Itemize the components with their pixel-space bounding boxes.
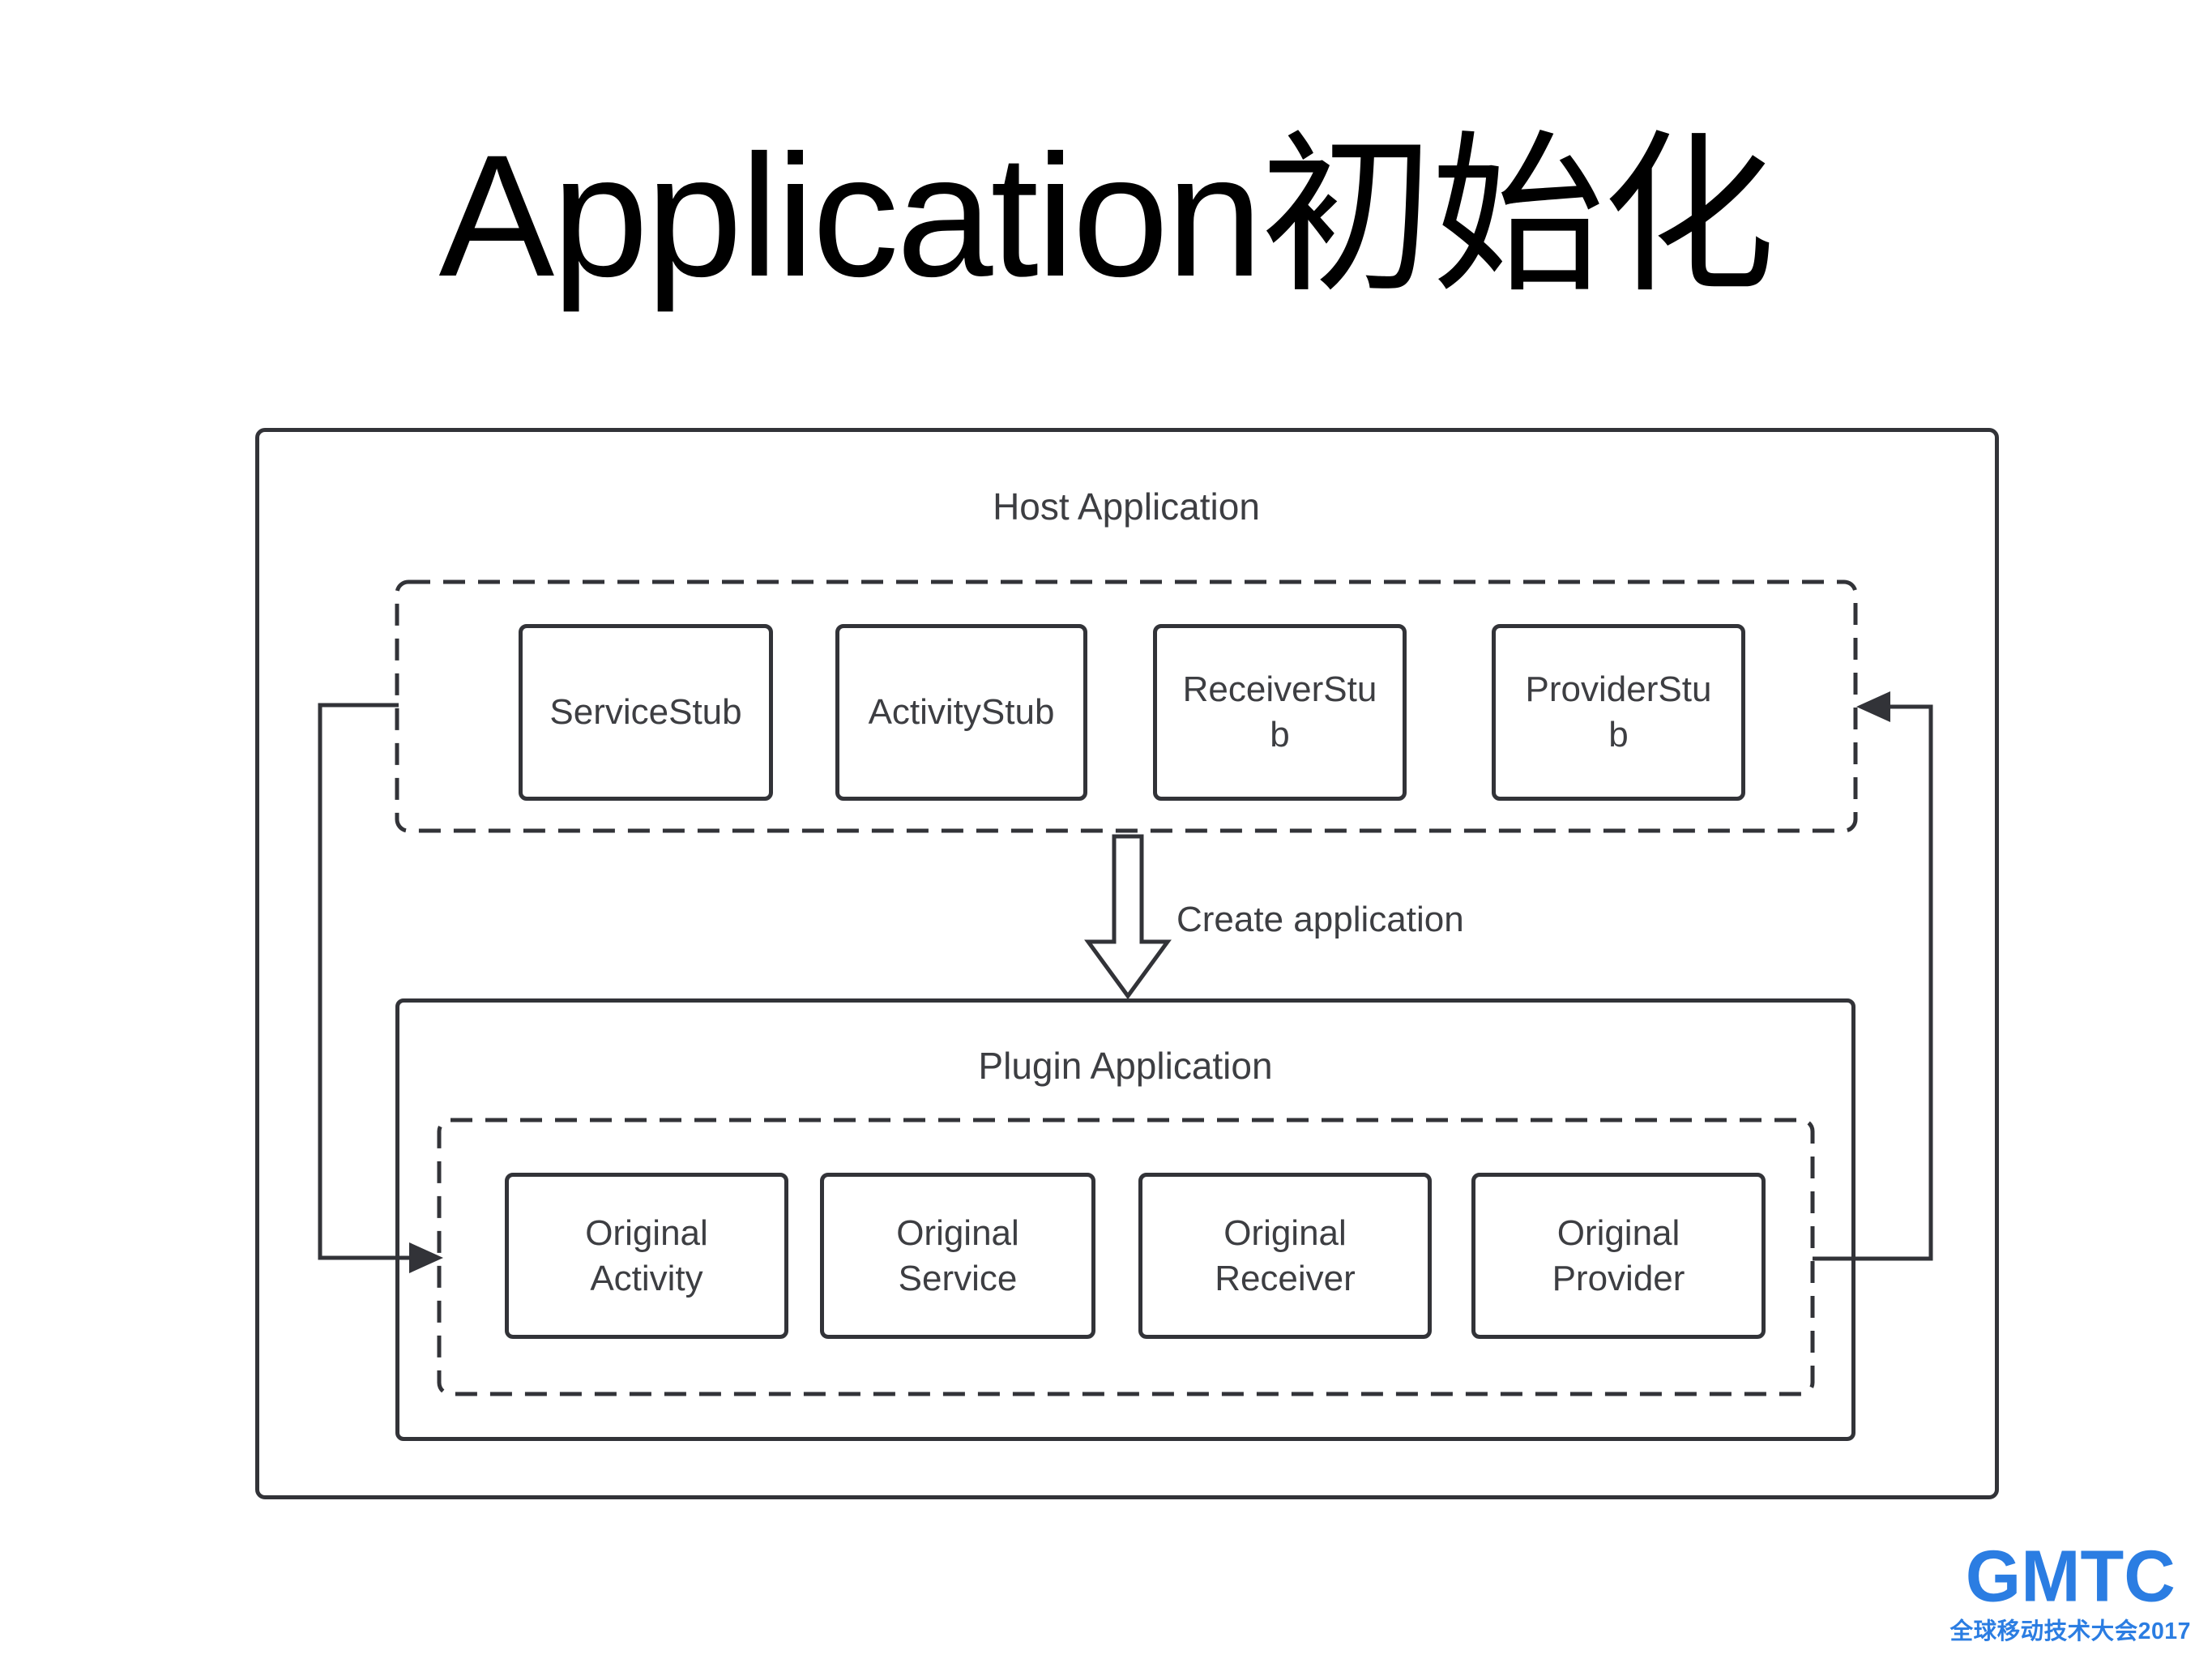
original-receiver-box: Original Receiver	[1138, 1173, 1432, 1339]
left-connector-arrowhead-icon	[409, 1242, 443, 1273]
service-stub-label: ServiceStub	[549, 692, 742, 733]
original-activity-box: Original Activity	[505, 1173, 788, 1339]
create-application-arrow	[1084, 834, 1172, 1000]
left-feedback-connector	[318, 703, 418, 1260]
service-stub-box: ServiceStub	[519, 624, 773, 801]
gmtc-logo-tagline: 全球移动技术大会2017	[1949, 1618, 2191, 1644]
diagram-outer-box	[255, 428, 1999, 1499]
provider-stub-label: ProviderStub	[1525, 669, 1712, 755]
original-provider-box: Original Provider	[1471, 1173, 1766, 1339]
receiver-stub-label: ReceiverStub	[1182, 669, 1377, 755]
right-connector-arrowhead-icon	[1856, 691, 1890, 722]
gmtc-logo-wordmark: GMTC	[1965, 1535, 2176, 1618]
original-activity-label: Original Activity	[585, 1212, 708, 1298]
right-feedback-connector	[1813, 704, 1933, 1261]
original-receiver-label: Original Receiver	[1215, 1212, 1356, 1298]
page-title: Application初始化	[438, 119, 1776, 313]
host-stub-dashed-container	[395, 579, 1858, 833]
original-provider-label: Original Provider	[1552, 1212, 1685, 1298]
host-application-label: Host Application	[993, 485, 1260, 528]
plugin-application-label: Plugin Application	[978, 1045, 1273, 1087]
receiver-stub-box: ReceiverStub	[1153, 624, 1407, 801]
plugin-components-dashed-container	[437, 1118, 1815, 1396]
activity-stub-box: ActivityStub	[835, 624, 1087, 801]
activity-stub-label: ActivityStub	[868, 692, 1055, 733]
gmtc-logo: GMTC 全球移动技术大会2017	[1949, 1535, 2191, 1646]
original-service-box: Original Service	[820, 1173, 1095, 1339]
plugin-application-box	[395, 998, 1855, 1441]
provider-stub-box: ProviderStub	[1492, 624, 1745, 801]
original-service-label: Original Service	[896, 1212, 1019, 1298]
create-application-label: Create application	[1176, 900, 1464, 939]
